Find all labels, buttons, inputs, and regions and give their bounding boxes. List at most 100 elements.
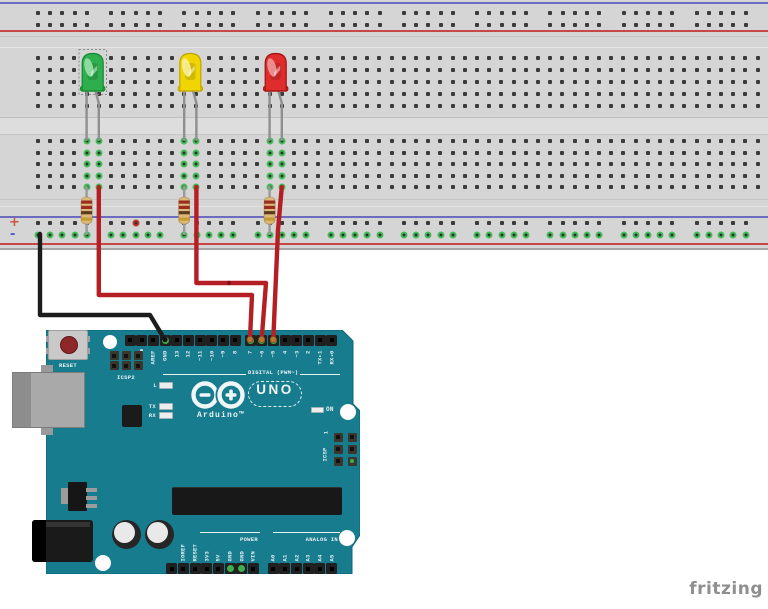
- arduino-pin-a1[interactable]: [279, 563, 291, 574]
- arduino-pin-aref[interactable]: [147, 334, 159, 346]
- icsp2-pin[interactable]: [133, 351, 143, 360]
- arduino-pin-3v3[interactable]: [201, 563, 213, 574]
- pin-label: A4: [316, 553, 324, 561]
- voltage-regulator: [68, 482, 87, 511]
- arduino-pin-5[interactable]: [267, 334, 279, 346]
- icsp-pin[interactable]: [333, 432, 343, 442]
- arduino-pin-12[interactable]: [182, 334, 194, 346]
- pin-label: ~5: [269, 350, 277, 358]
- led-tx-label: TX: [148, 402, 156, 410]
- uno-badge: UNO: [248, 381, 302, 407]
- capacitor: [144, 519, 174, 549]
- arduino-uno-board[interactable]: RESET ICSP2 L TX RX UNO Arduino™: [12, 330, 360, 574]
- bottom-rail-blue-line: [0, 215, 768, 218]
- on-label: ON: [326, 406, 334, 413]
- arduino-pin-gnd[interactable]: [236, 563, 248, 574]
- pin-label: ~10: [208, 350, 216, 362]
- arduino-pin-a0[interactable]: [267, 563, 279, 574]
- arduino-pin-digital-nc[interactable]: [124, 334, 136, 346]
- arduino-pin-gnd[interactable]: [159, 334, 171, 346]
- arduino-pin-power-nc[interactable]: [166, 563, 178, 574]
- pin-label: TX▸1: [316, 350, 324, 365]
- pin-label: A5: [328, 553, 336, 561]
- icsp-pin[interactable]: [347, 444, 357, 454]
- brand-label: Arduino™: [196, 411, 245, 420]
- pin-label: GND: [161, 350, 169, 362]
- pin-label: A3: [304, 553, 312, 561]
- arduino-pin-a3[interactable]: [302, 563, 314, 574]
- breadboard-bottom-edge: [0, 248, 768, 250]
- led-rx-label: RX: [148, 412, 156, 419]
- arduino-pin-tx1[interactable]: [314, 334, 326, 346]
- pin-label: GND: [226, 550, 234, 561]
- arduino-pin-6[interactable]: [256, 334, 268, 346]
- pin-label: A0: [269, 553, 277, 561]
- icsp-pin[interactable]: [347, 432, 357, 442]
- pin-label: 3V3: [203, 550, 211, 561]
- capacitor-top: [147, 521, 168, 543]
- icsp2-pin[interactable]: [109, 361, 119, 370]
- atmega-chip: [172, 487, 342, 515]
- arduino-pin-7[interactable]: [244, 334, 256, 346]
- icsp2-pin[interactable]: [109, 351, 119, 360]
- pin-label: ~11: [196, 350, 204, 362]
- mounting-hole: [95, 555, 111, 571]
- icsp-pin1-label: 1: [322, 430, 329, 435]
- pin-label: 4: [281, 350, 289, 355]
- pin-label: ~3: [293, 350, 301, 358]
- reset-button-tab: [46, 348, 49, 354]
- icsp-pin[interactable]: [333, 444, 343, 454]
- arduino-pin-a4[interactable]: [314, 563, 326, 574]
- breadboard[interactable]: + -: [0, 0, 768, 250]
- icsp2-pin[interactable]: [133, 361, 143, 370]
- pin-label: 2: [304, 350, 312, 355]
- icsp2-label: ICSP2: [116, 374, 135, 381]
- arduino-pin-11[interactable]: [194, 334, 206, 346]
- arduino-pin-10[interactable]: [206, 334, 218, 346]
- power-bracket-line: [200, 532, 260, 533]
- voltage-regulator-leg: [86, 488, 97, 492]
- pin-label: 13: [173, 350, 181, 358]
- arduino-pin-2[interactable]: [302, 334, 314, 346]
- arduino-pin-13[interactable]: [171, 334, 183, 346]
- led-on: [311, 406, 324, 413]
- reset-button-tab: [46, 336, 49, 342]
- arduino-pin-reset[interactable]: [189, 563, 201, 574]
- usb-connector: [12, 365, 85, 435]
- top-rail-blue-line: [0, 2, 768, 4]
- led-l: [159, 381, 173, 389]
- power-jack: [32, 520, 93, 562]
- icsp2-pin[interactable]: [121, 361, 131, 370]
- arduino-pin-a2[interactable]: [291, 563, 303, 574]
- arduino-pin-a5[interactable]: [326, 563, 338, 574]
- reset-label: RESET: [58, 361, 77, 369]
- arduino-pin-digital-nc[interactable]: [136, 334, 148, 346]
- arduino-pin-gnd[interactable]: [224, 563, 236, 574]
- arduino-pin-3[interactable]: [291, 334, 303, 346]
- arduino-pin-5v[interactable]: [212, 563, 224, 574]
- voltage-regulator-tab: [61, 488, 69, 504]
- reset-button[interactable]: [46, 330, 90, 360]
- usb-tab: [41, 428, 53, 435]
- breadboard-hole-grid[interactable]: [0, 0, 768, 250]
- pin1-marker-dot: [140, 349, 143, 352]
- arduino-pin-4[interactable]: [279, 334, 291, 346]
- pin-label: VIN: [249, 550, 257, 561]
- reset-button-cap[interactable]: [60, 336, 78, 354]
- pin-label: IOREF: [179, 543, 187, 561]
- arduino-pin-rx0[interactable]: [326, 334, 338, 346]
- arduino-logo-icon: [191, 379, 247, 411]
- pin-label: 7: [246, 350, 254, 355]
- wire-bendpoint[interactable]: [226, 280, 232, 286]
- arduino-pin-vin[interactable]: [247, 563, 259, 574]
- icsp-pin[interactable]: [347, 456, 357, 466]
- bottom-rail-red-line: [0, 243, 768, 245]
- arduino-pin-ioref[interactable]: [177, 563, 189, 574]
- icsp-pin[interactable]: [333, 456, 343, 466]
- bottom-rail-minus-label: -: [10, 227, 16, 242]
- voltage-regulator-leg: [86, 504, 97, 508]
- arduino-pin-9[interactable]: [217, 334, 229, 346]
- arduino-pin-8[interactable]: [229, 334, 241, 346]
- icsp2-pin[interactable]: [121, 351, 131, 360]
